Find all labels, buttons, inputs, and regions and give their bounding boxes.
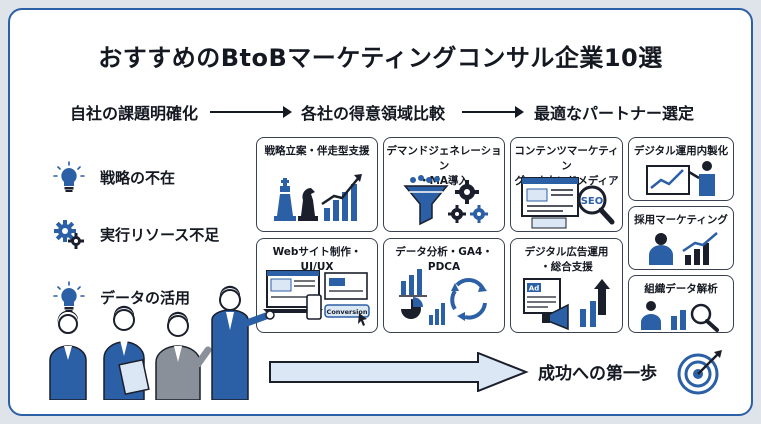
chess-chart-icon <box>274 174 362 221</box>
card-label: デジタル運用内製化 <box>633 145 729 157</box>
card-strategy: 戦略立案・伴走型支援 <box>256 137 378 232</box>
funnel-gears-icon <box>403 175 488 226</box>
conversion-button: Conversion <box>327 308 368 316</box>
card-label: 戦略立案・伴走型支援 <box>264 145 370 157</box>
flow-step-2: 各社の得意領域比較 <box>301 104 446 123</box>
business-team-illustration <box>49 285 275 400</box>
seo-tag: SEO <box>581 196 604 207</box>
big-right-arrow <box>269 352 529 392</box>
card-data: データ分析・GA4・PDCA <box>383 238 505 333</box>
card-content: コンテンツマーケティン グ・オウンドメディア SEO <box>510 137 623 232</box>
card-demand: デマンドジェネレーション ・MA導入 <box>383 137 505 232</box>
issue-item-resource: 実行リソース不足 <box>52 217 219 251</box>
lightbulb-icon <box>53 161 85 192</box>
issue-label: データの活用 <box>100 288 191 307</box>
success-text: 成功への第一歩 <box>538 364 657 384</box>
card-label: デジタル広告運用 ・総合支援 <box>524 246 609 274</box>
flow-arrow-1 <box>210 106 292 118</box>
data-analysis-icon <box>399 269 487 325</box>
ad-megaphone-icon: Ad <box>523 278 610 331</box>
flow-step-3: 最適なパートナー選定 <box>534 104 695 123</box>
org-analysis-icon <box>641 301 719 332</box>
person-man-clipboard <box>103 305 150 400</box>
flow-step-1: 自社の課題明確化 <box>70 104 199 123</box>
gears-icon <box>54 220 84 249</box>
seo-search-icon: SEO <box>521 177 615 229</box>
flow-arrow-2 <box>462 106 524 118</box>
card-org: 組織データ解析 <box>628 275 734 333</box>
page-title: おすすめのBtoBマーケティングコンサル企業10選 <box>98 44 663 72</box>
card-label: 組織データ解析 <box>644 283 718 295</box>
person-man-pointing <box>155 311 212 400</box>
recruit-growth-icon <box>649 232 718 265</box>
card-ads: デジタル広告運用 ・総合支援 Ad <box>510 238 623 333</box>
card-label: データ分析・GA4・PDCA <box>395 246 493 274</box>
issue-item-strategy: 戦略の不在 <box>52 160 175 194</box>
web-devices-icon: Conversion <box>263 270 370 326</box>
card-recruit: 採用マーケティング <box>628 206 734 270</box>
issue-label: 戦略の不在 <box>100 168 176 187</box>
person-presenter <box>211 285 275 400</box>
presentation-icon <box>646 161 715 196</box>
card-label: 採用マーケティング <box>634 214 728 226</box>
target-icon <box>677 350 722 395</box>
issue-item-data: データの活用 <box>52 280 190 314</box>
ad-tag: Ad <box>529 285 539 293</box>
person-woman <box>49 310 87 400</box>
issue-label: 実行リソース不足 <box>100 225 220 244</box>
card-web: Webサイト制作・UI/UX Conversion <box>256 238 378 333</box>
card-digital-ops: デジタル運用内製化 <box>628 137 734 201</box>
